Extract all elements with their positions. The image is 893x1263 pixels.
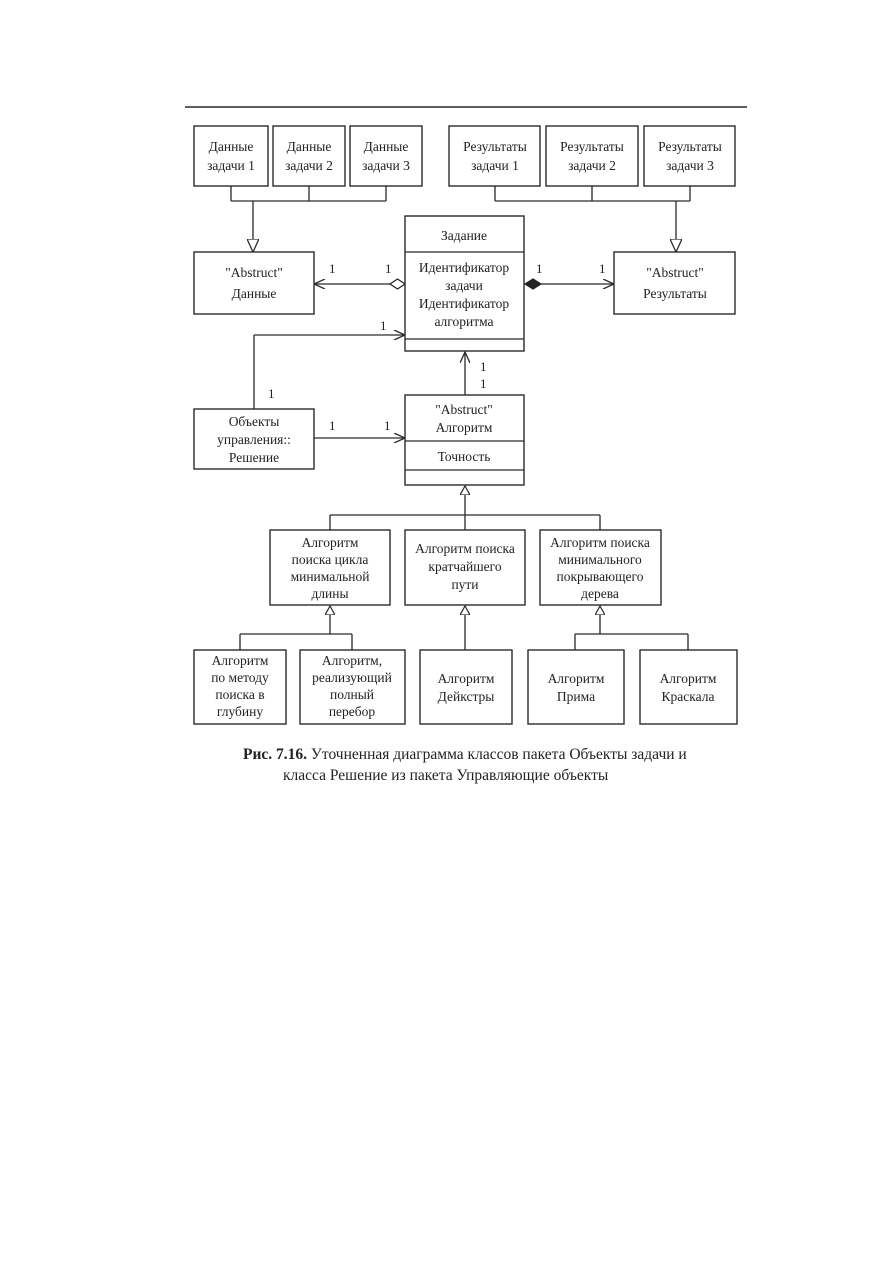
task-results-composition [523,278,614,290]
class-alg-prim: Алгоритм Прима [527,649,625,725]
svg-text:Идентификатор: Идентификатор [419,260,509,275]
task-data-aggregation [314,278,407,290]
svg-text:задачи 1: задачи 1 [207,158,255,173]
svg-text:Дейкстры: Дейкстры [438,689,495,704]
svg-text:Идентификатор: Идентификатор [419,296,509,311]
svg-text:минимального: минимального [558,552,642,567]
svg-text:Алгоритм: Алгоритм [438,671,495,686]
svg-text:алгоритма: алгоритма [434,314,493,329]
svg-text:Алгоритм поиска: Алгоритм поиска [415,541,515,556]
mult-alg-task-upper: 1 [480,359,487,374]
caption-line-2: класса Решение из пакета Управляющие объ… [283,767,609,784]
svg-text:Данные: Данные [364,139,409,154]
svg-text:управления::: управления:: [217,432,291,447]
class-data-3: Данные задачи 3 [349,125,423,187]
svg-text:покрывающего: покрывающего [557,569,644,584]
class-results-1: Результаты задачи 1 [448,125,541,187]
svg-text:Алгоритм: Алгоритм [548,671,605,686]
svg-text:полный: полный [330,687,374,702]
svg-text:поиска цикла: поиска цикла [292,552,369,567]
class-alg-shortest-path: Алгоритм поиска кратчайшего пути [404,529,526,606]
mult-data-left: 1 [329,261,336,276]
svg-text:Результаты: Результаты [643,286,707,301]
class-results-2: Результаты задачи 2 [545,125,639,187]
mult-alg-task-lower: 1 [480,376,487,391]
class-data-2: Данные задачи 2 [272,125,346,187]
svg-text:Точность: Точность [438,449,491,464]
caption-line-1: Уточненная диаграмма классов пакета Объе… [310,746,687,763]
svg-text:Данные: Данные [287,139,332,154]
svg-text:"Abstruct": "Abstruct" [435,402,493,417]
svg-text:"Abstruct": "Abstruct" [646,265,704,280]
svg-text:по методу: по методу [211,670,269,685]
mult-control-alg-left: 1 [329,418,336,433]
svg-text:глубину: глубину [217,704,263,719]
svg-text:дерева: дерева [581,586,619,601]
class-task: Задание Идентификатор задачи Идентификат… [404,215,525,352]
composition-diamond-icon [523,278,543,290]
class-abstruct-algorithm: "Abstruct" Алгоритм Точность [404,394,525,486]
svg-text:задачи 1: задачи 1 [471,158,519,173]
svg-text:Алгоритм: Алгоритм [660,671,717,686]
class-alg-brute-force: Алгоритм, реализующий полный перебор [299,649,406,725]
svg-text:задачи: задачи [445,278,483,293]
svg-text:длины: длины [311,586,348,601]
cycle-generalization [239,606,353,650]
svg-text:задачи 2: задачи 2 [285,158,333,173]
task-name: Задание [441,228,487,243]
data-generalization [230,186,387,252]
figure-caption: Рис. 7.16. Уточненная диаграмма классов … [243,744,687,786]
svg-text:поиска в: поиска в [215,687,264,702]
mult-control-alg-right: 1 [384,418,391,433]
mult-data-right: 1 [385,261,392,276]
control-task-association [253,335,405,409]
svg-text:Решение: Решение [229,450,279,465]
svg-text:Краскала: Краскала [662,689,715,704]
svg-text:Результаты: Результаты [560,139,624,154]
mult-control-task-top: 1 [380,318,387,333]
svg-text:задачи 3: задачи 3 [666,158,714,173]
svg-text:задачи 2: задачи 2 [568,158,616,173]
svg-text:минимальной: минимальной [291,569,370,584]
svg-text:Алгоритм: Алгоритм [436,420,493,435]
class-results-3: Результаты задачи 3 [643,125,736,187]
algorithm-generalization [329,486,601,530]
aggregation-diamond-icon [388,278,407,290]
results-generalization [494,186,691,252]
svg-text:кратчайшего: кратчайшего [428,559,501,574]
class-control-decision: Объекты управления:: Решение [193,408,315,470]
svg-text:реализующий: реализующий [312,670,392,685]
svg-text:Алгоритм поиска: Алгоритм поиска [550,535,650,550]
class-data-1: Данные задачи 1 [193,125,269,187]
svg-text:перебор: перебор [329,704,376,719]
figure-number: Рис. 7.16. [243,746,308,763]
class-abstruct-results: "Abstruct" Результаты [613,251,736,315]
class-abstruct-data: "Abstruct" Данные [193,251,315,315]
svg-text:Алгоритм,: Алгоритм, [322,653,382,668]
svg-text:Алгоритм: Алгоритм [212,653,269,668]
class-alg-min-spanning-tree: Алгоритм поиска минимального покрывающег… [539,529,662,606]
class-alg-kruskal: Алгоритм Краскала [639,649,738,725]
svg-text:Результаты: Результаты [658,139,722,154]
svg-text:Результаты: Результаты [463,139,527,154]
class-alg-min-cycle: Алгоритм поиска цикла минимальной длины [269,529,391,606]
tree-generalization [574,606,689,650]
svg-text:Объекты: Объекты [229,414,280,429]
mult-results-right: 1 [599,261,606,276]
svg-text:Данные: Данные [209,139,254,154]
svg-text:Данные: Данные [232,286,277,301]
svg-text:задачи 3: задачи 3 [362,158,410,173]
class-alg-dfs: Алгоритм по методу поиска в глубину [193,649,287,725]
svg-text:Алгоритм: Алгоритм [302,535,359,550]
class-alg-dijkstra: Алгоритм Дейкстры [419,649,513,725]
svg-text:"Abstruct": "Abstruct" [225,265,283,280]
svg-text:пути: пути [451,577,478,592]
mult-control-task-side: 1 [268,386,275,401]
svg-text:Прима: Прима [557,689,595,704]
mult-results-left: 1 [536,261,543,276]
